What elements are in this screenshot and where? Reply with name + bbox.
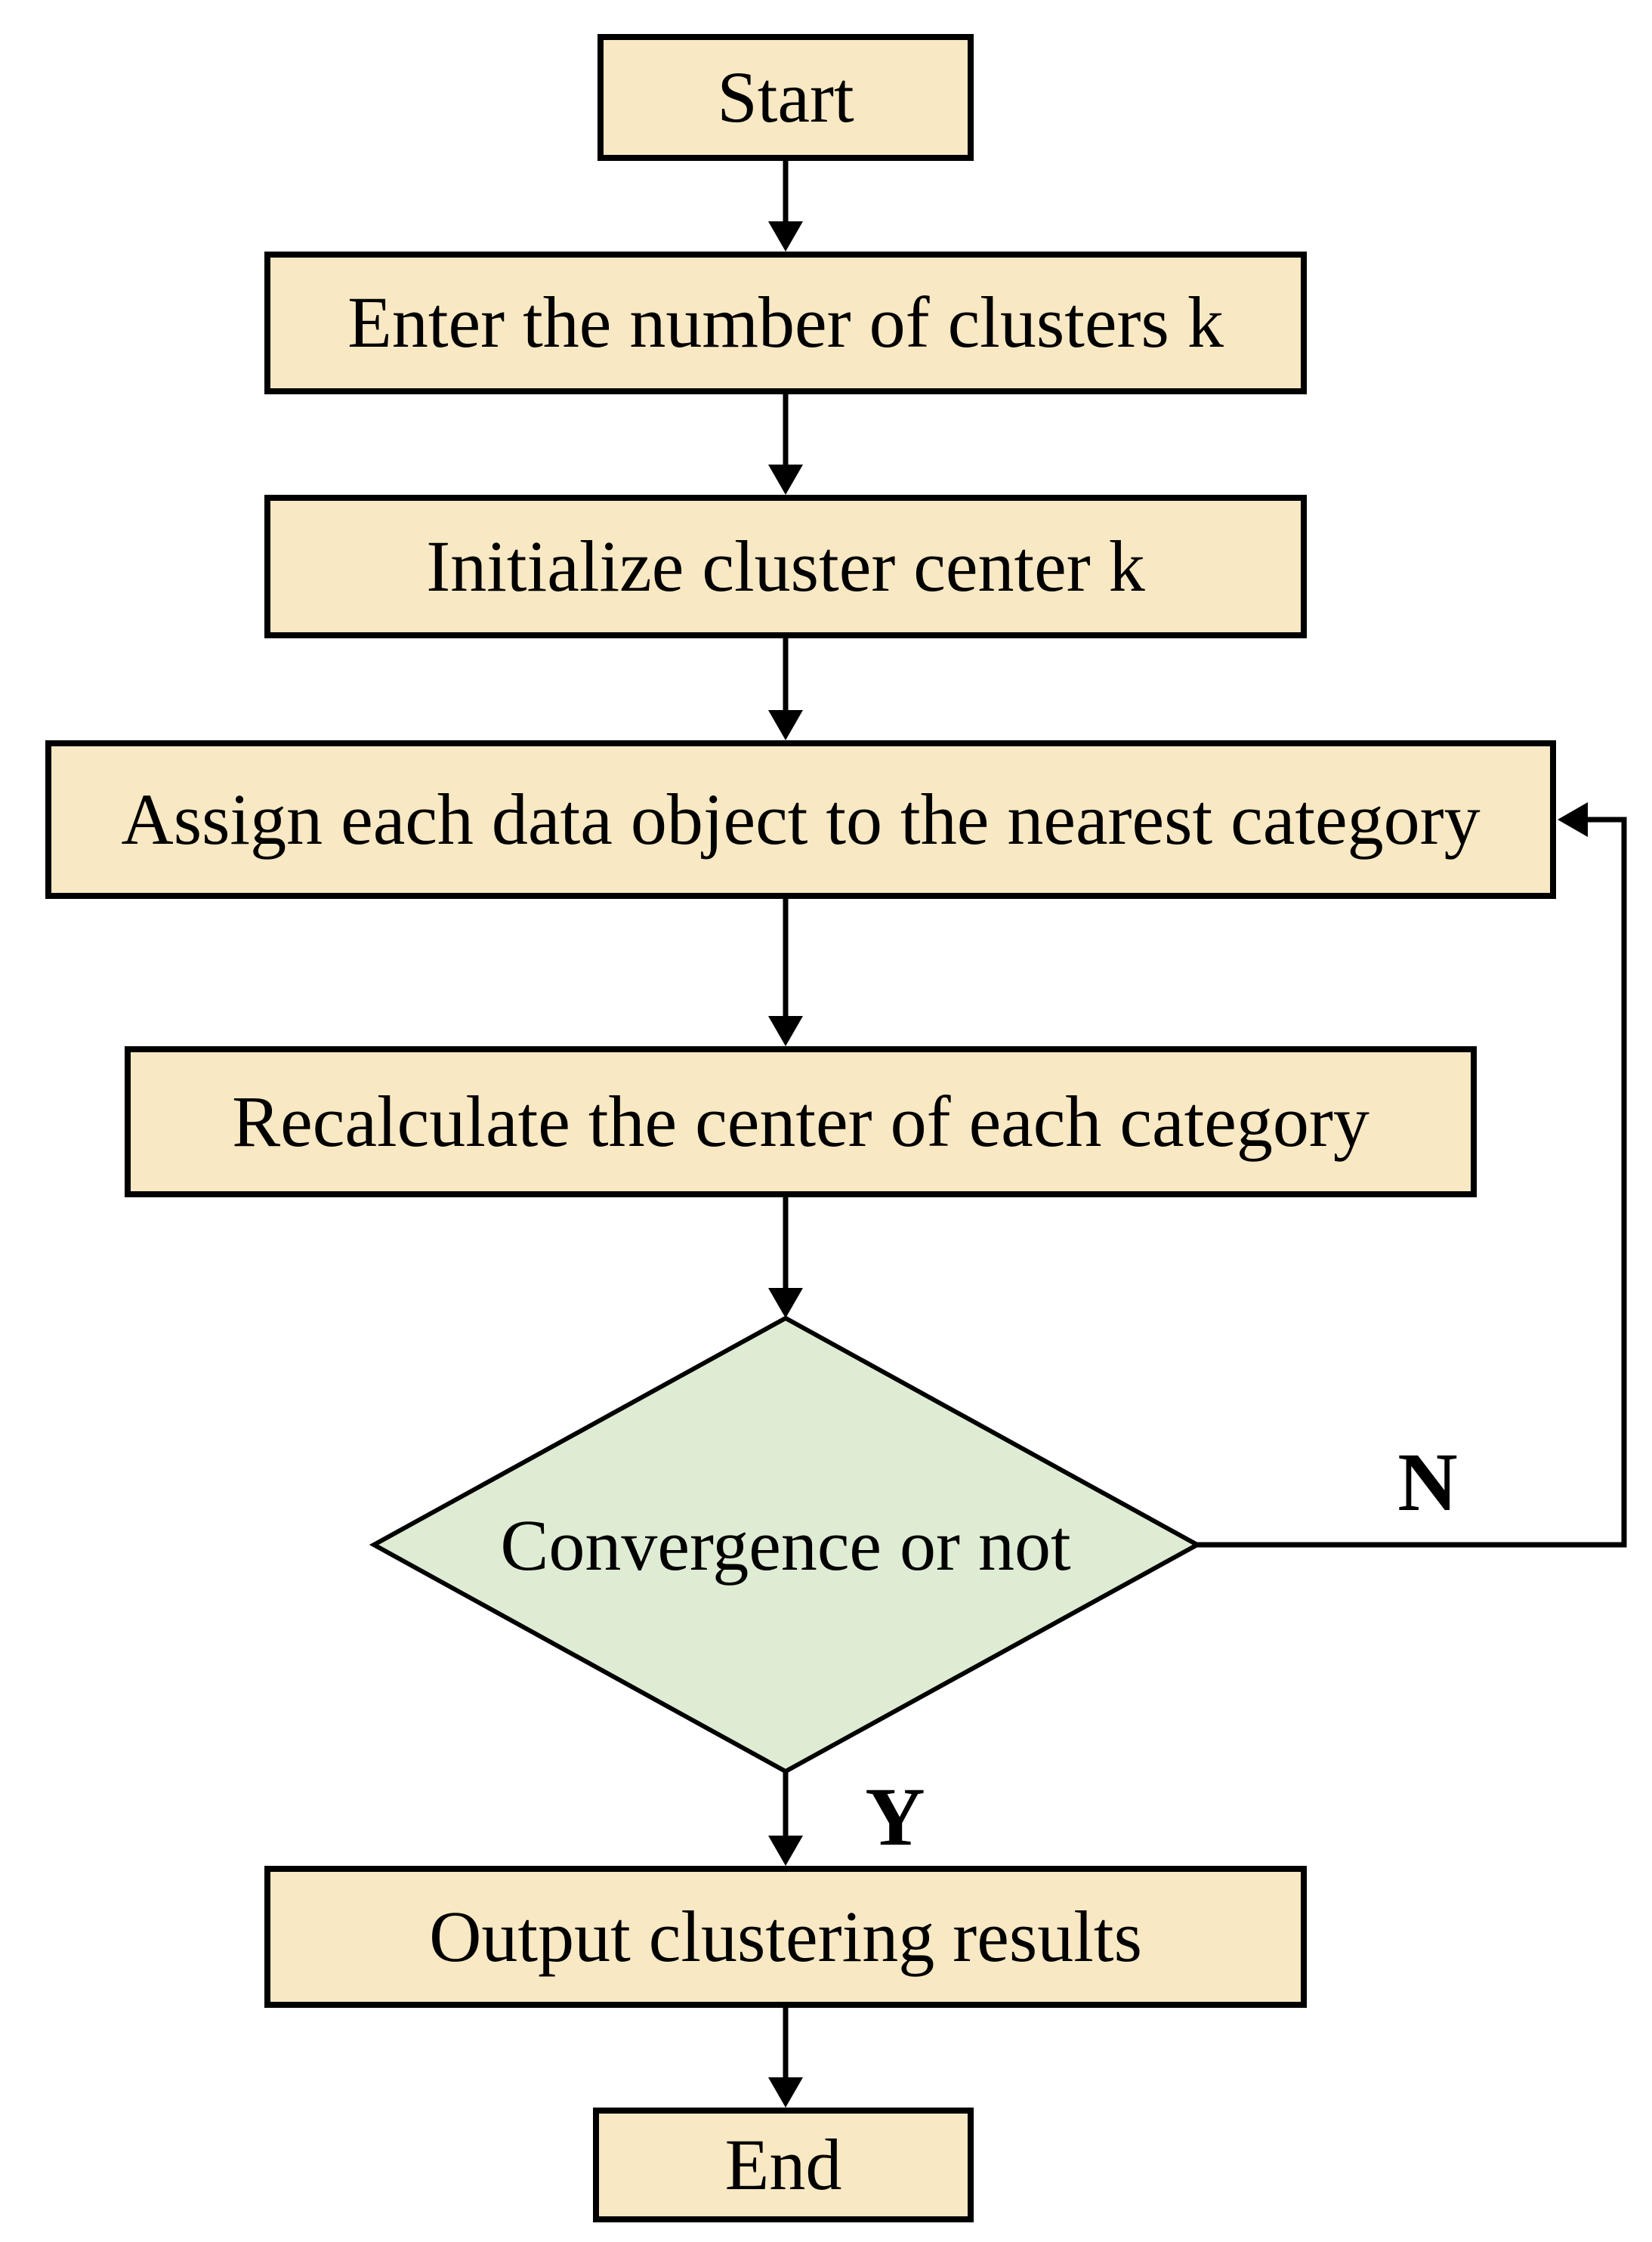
- arrow-initialize-to-assign: [768, 638, 803, 740]
- node-recalculate-centers: Recalculate the center of each category: [125, 1046, 1477, 1197]
- edge-label-yes: Y: [865, 1770, 925, 1863]
- arrow-start-to-enter: [768, 161, 803, 252]
- node-enter-clusters-label: Enter the number of clusters k: [347, 282, 1224, 363]
- node-assign-objects: Assign each data object to the nearest c…: [45, 740, 1556, 899]
- node-start: Start: [597, 34, 974, 161]
- arrow-recalculate-to-convergence: [768, 1197, 803, 1318]
- arrow-enter-to-initialize: [768, 394, 803, 495]
- node-end: End: [593, 2108, 974, 2222]
- node-output-results-label: Output clustering results: [429, 1895, 1142, 1977]
- arrow-convergence-yes-to-output: [768, 1771, 803, 1866]
- node-initialize-centers-label: Initialize cluster center k: [426, 525, 1145, 607]
- arrow-convergence-no-feedback: [1197, 802, 1627, 1548]
- node-enter-clusters: Enter the number of clusters k: [264, 252, 1307, 394]
- node-initialize-centers: Initialize cluster center k: [264, 495, 1307, 638]
- node-output-results: Output clustering results: [264, 1866, 1307, 2008]
- node-assign-objects-label: Assign each data object to the nearest c…: [121, 778, 1481, 860]
- arrow-assign-to-recalculate: [768, 899, 803, 1046]
- node-recalculate-centers-label: Recalculate the center of each category: [232, 1080, 1369, 1162]
- node-convergence: Convergence or not: [374, 1318, 1197, 1771]
- node-convergence-label: Convergence or not: [500, 1504, 1071, 1586]
- node-end-label: End: [724, 2123, 842, 2205]
- edge-label-no: N: [1397, 1436, 1458, 1528]
- arrow-output-to-end: [768, 2008, 803, 2108]
- node-start-label: Start: [717, 56, 854, 137]
